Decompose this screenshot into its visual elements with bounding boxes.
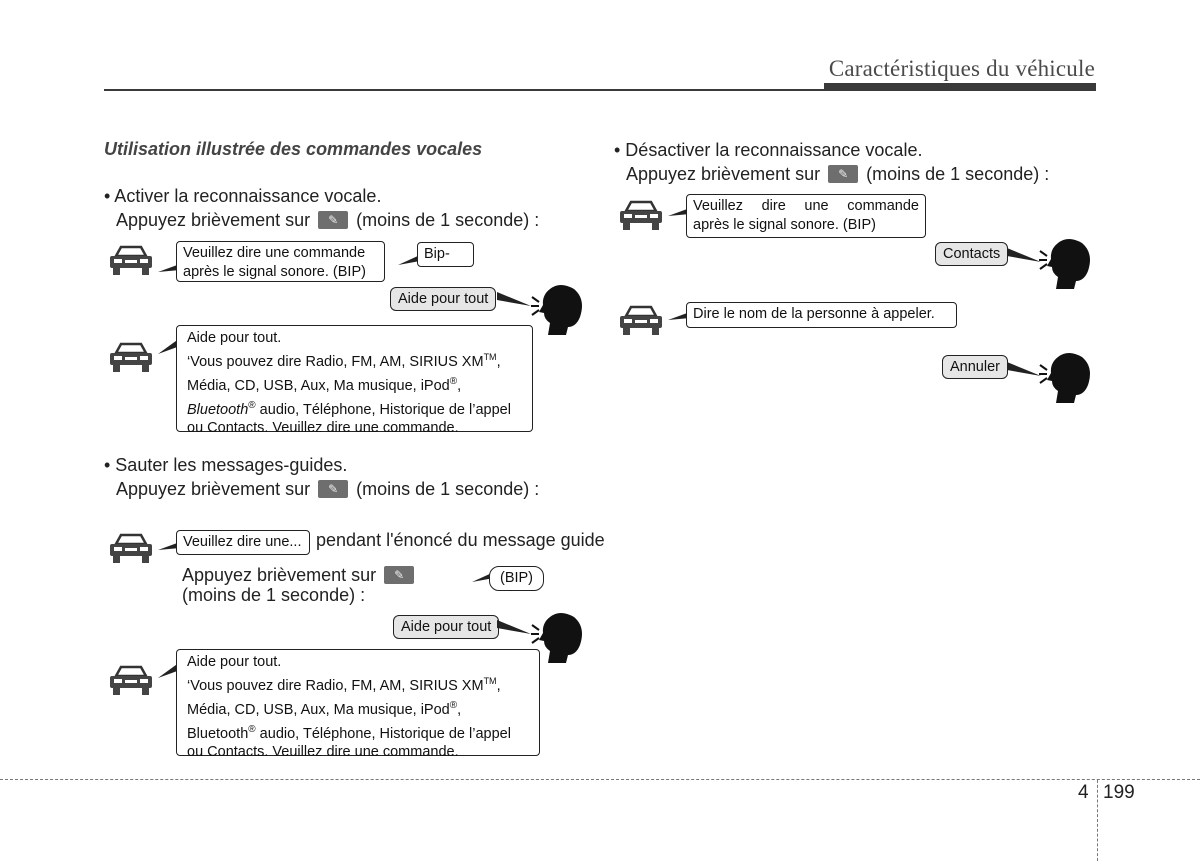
page-number: 199	[1103, 782, 1135, 803]
car-icon	[620, 305, 662, 335]
speaking-head-icon	[1039, 353, 1090, 403]
press-duration: (moins de 1 seconde) :	[182, 585, 366, 605]
bullet-deactivate: • Désactiver la reconnaissance vocale.	[614, 140, 923, 160]
help-line: Bluetooth® audio, Téléphone, Historique …	[187, 399, 511, 418]
chapter-number: 4	[1078, 782, 1089, 803]
user-speech-bubble: Annuler	[942, 355, 1008, 379]
help-response-bubble: Aide pour tout. ‘Vous pouvez dire Radio,…	[176, 325, 533, 436]
instruction-text: Appuyez brièvement sur	[116, 479, 311, 499]
help-line: ‘Vous pouvez dire Radio, FM, AM, SIRIUS …	[187, 676, 501, 694]
instruction-text: (moins de 1 seconde) :	[866, 164, 1050, 184]
car-icon	[110, 533, 152, 563]
help-line: Aide pour tout.	[187, 654, 282, 670]
system-prompt-bubble: Veuillez dire une...	[176, 530, 310, 555]
system-prompt-bubble: Veuillez dire une commande après le sign…	[176, 241, 385, 282]
voice-button-icon: ✎	[318, 480, 349, 498]
bullet-skip: • Sauter les messages-guides.	[104, 455, 348, 475]
press-instruction: Appuyez brièvement sur ✎	[182, 565, 417, 586]
system-prompt-bubble: Dire le nom de la personne à appeler.	[686, 302, 957, 328]
bubble-tail	[158, 662, 180, 678]
car-icon	[110, 665, 152, 695]
user-speech-bubble: Aide pour tout	[390, 287, 497, 311]
footer-divider	[1097, 780, 1098, 861]
system-prompt-bubble: Veuillez dire une commande après le sign…	[686, 194, 926, 238]
car-icon	[110, 245, 152, 275]
prompt-line: après le signal sonore. (BIP)	[693, 217, 876, 233]
bullet-activate: • Activer la reconnaissance vocale.	[104, 186, 382, 206]
bubble-tail	[668, 208, 690, 216]
instruction-text: (moins de 1 seconde) :	[356, 210, 540, 230]
instruction-text: Appuyez brièvement sur	[626, 164, 821, 184]
help-line: ou Contacts. Veuillez dire une commande.	[187, 744, 459, 761]
beep-bubble: Bip-	[417, 242, 474, 267]
bubble-tail	[497, 620, 531, 634]
speaking-head-icon	[531, 285, 582, 335]
user-speech-bubble: Contacts	[935, 242, 1009, 266]
bubble-tail	[1007, 362, 1041, 376]
header-rule-accent	[824, 83, 1096, 91]
beep-bubble: (BIP)	[489, 566, 544, 591]
footer-rule	[0, 779, 1200, 780]
bubble-tail	[1007, 248, 1041, 262]
bubble-tail	[158, 542, 180, 550]
voice-button-icon: ✎	[318, 211, 349, 229]
bubble-tail	[398, 255, 420, 265]
user-speech-bubble: Aide pour tout	[393, 615, 500, 639]
page-header-title: Caractéristiques du véhicule	[828, 56, 1095, 81]
prompt-line: Veuillez dire une commande	[693, 198, 919, 214]
help-line: Média, CD, USB, Aux, Ma musique, iPod®,	[187, 375, 462, 394]
bubble-tail	[472, 572, 494, 582]
instruction-text: (moins de 1 seconde) :	[356, 479, 540, 499]
bubble-tail	[497, 292, 531, 306]
car-icon	[620, 200, 662, 230]
during-prompt-text: pendant l'énoncé du message guide	[316, 530, 605, 550]
voice-button-icon: ✎	[384, 566, 415, 584]
speaking-head-icon	[1039, 239, 1090, 289]
car-icon	[110, 342, 152, 372]
help-line: Média, CD, USB, Aux, Ma musique, iPod®,	[187, 699, 462, 718]
help-response-bubble: Aide pour tout. ‘Vous pouvez dire Radio,…	[176, 649, 540, 760]
header-rule	[104, 89, 1096, 91]
speaking-head-icon	[531, 613, 582, 663]
section-title: Utilisation illustrée des commandes voca…	[104, 139, 483, 159]
prompt-line: Veuillez dire une commande	[183, 245, 366, 261]
help-line: ou Contacts. Veuillez dire une commande.	[187, 420, 459, 437]
help-line: Bluetooth® audio, Téléphone, Historique …	[187, 723, 511, 742]
instruction-text: Appuyez brièvement sur	[116, 210, 311, 230]
voice-button-icon: ✎	[828, 165, 859, 183]
help-line: ‘Vous pouvez dire Radio, FM, AM, SIRIUS …	[187, 352, 501, 370]
activate-instruction: Appuyez brièvement sur ✎ (moins de 1 sec…	[116, 210, 539, 231]
bubble-tail	[158, 338, 180, 354]
bubble-tail	[668, 312, 690, 320]
bubble-tail	[158, 264, 180, 272]
deactivate-instruction: Appuyez brièvement sur ✎ (moins de 1 sec…	[626, 164, 1049, 185]
skip-instruction: Appuyez brièvement sur ✎ (moins de 1 sec…	[116, 479, 539, 500]
help-line: Aide pour tout.	[187, 330, 282, 346]
prompt-line: après le signal sonore. (BIP)	[183, 264, 366, 280]
